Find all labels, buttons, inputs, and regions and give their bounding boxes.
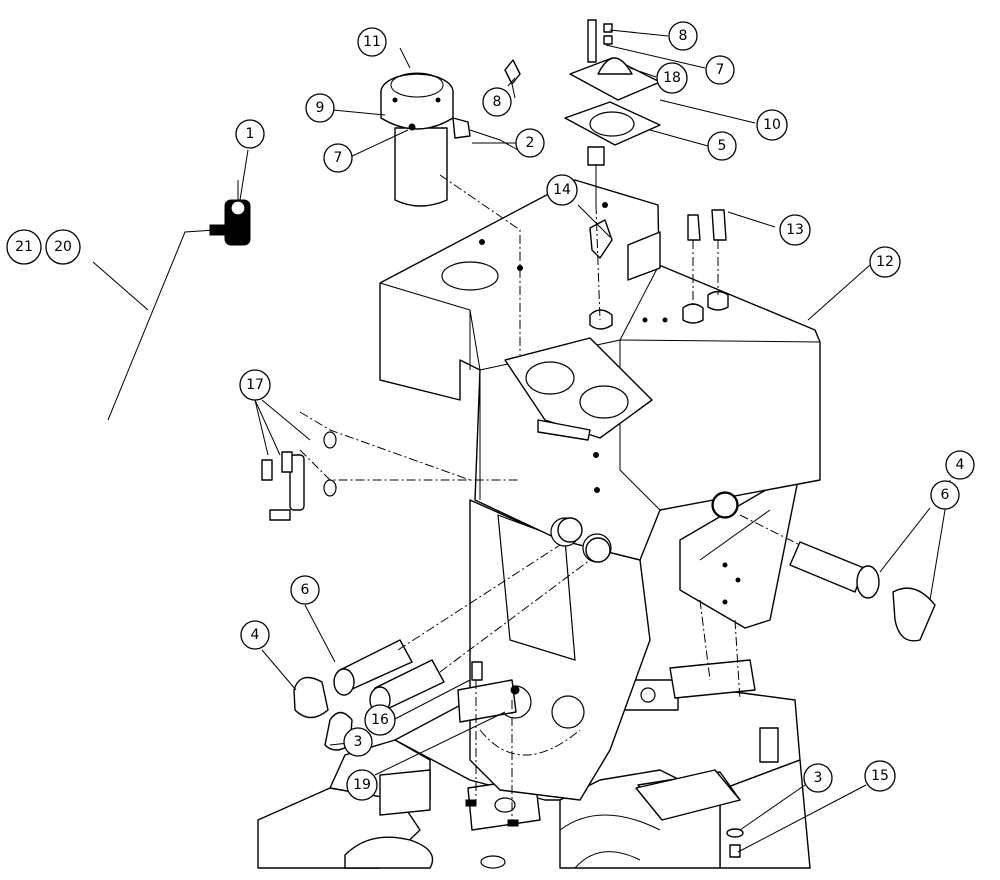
callout-5: 5 — [707, 131, 737, 161]
callout-6-left: 6 — [290, 575, 320, 605]
callout-4-left: 4 — [240, 620, 270, 650]
callout-20: 20 — [45, 229, 81, 265]
callout-6-right: 6 — [930, 480, 960, 510]
callout-12: 12 — [869, 246, 901, 278]
svg-text:7: 7 — [716, 62, 725, 78]
svg-text:6: 6 — [301, 582, 310, 598]
callout-2: 2 — [515, 128, 545, 158]
svg-text:2: 2 — [526, 135, 535, 151]
svg-text:20: 20 — [54, 239, 72, 255]
tank-top-fittings — [589, 209, 729, 330]
suction-line-right — [712, 492, 936, 642]
return-filter-assembly — [380, 59, 521, 207]
callout-4-right: 4 — [945, 450, 975, 480]
callout-16: 16 — [364, 704, 396, 736]
callout-9-left: 9 — [305, 93, 335, 123]
svg-text:21: 21 — [15, 239, 33, 255]
leader-lines — [92, 29, 951, 853]
callout-8-left: 8 — [482, 87, 512, 117]
svg-text:10: 10 — [763, 117, 781, 133]
svg-text:9: 9 — [316, 100, 325, 116]
callout-3-left: 3 — [343, 727, 373, 757]
svg-text:13: 13 — [786, 222, 804, 238]
callout-10: 10 — [756, 109, 788, 141]
callout-13: 13 — [779, 214, 811, 246]
callout-1: 1 — [235, 119, 265, 149]
svg-text:11: 11 — [363, 34, 381, 50]
callout-15: 15 — [864, 760, 896, 792]
svg-text:6: 6 — [941, 487, 950, 503]
hydraulic-tank — [379, 179, 821, 563]
svg-text:8: 8 — [493, 94, 502, 110]
svg-text:4: 4 — [956, 457, 965, 473]
svg-text:3: 3 — [814, 770, 823, 786]
svg-text:12: 12 — [876, 254, 894, 270]
breather-cap-assembly — [564, 19, 661, 205]
svg-text:16: 16 — [371, 712, 389, 728]
callout-21: 21 — [6, 229, 42, 265]
mounting-hardware — [457, 661, 744, 858]
callout-7-right: 7 — [705, 55, 735, 85]
svg-text:14: 14 — [553, 182, 571, 198]
svg-text:5: 5 — [718, 138, 727, 154]
svg-text:1: 1 — [246, 126, 255, 142]
assembly-centerlines — [299, 174, 801, 820]
callout-18: 18 — [656, 62, 688, 94]
svg-text:7: 7 — [334, 150, 343, 166]
sight-gauge-assembly — [261, 431, 337, 521]
svg-text:19: 19 — [353, 777, 371, 793]
callout-17: 17 — [239, 369, 271, 401]
svg-text:8: 8 — [679, 28, 688, 44]
svg-text:18: 18 — [663, 70, 681, 86]
callout-7-left: 7 — [323, 143, 353, 173]
svg-text:3: 3 — [354, 734, 363, 750]
callout-8-right: 8 — [668, 21, 698, 51]
svg-text:4: 4 — [251, 627, 260, 643]
callout-19: 19 — [346, 769, 378, 801]
svg-text:17: 17 — [246, 377, 264, 393]
callout-3-right: 3 — [803, 763, 833, 793]
callout-11: 11 — [357, 27, 387, 57]
svg-text:15: 15 — [871, 768, 889, 784]
drain-valve — [209, 180, 251, 246]
callout-14: 14 — [546, 174, 578, 206]
